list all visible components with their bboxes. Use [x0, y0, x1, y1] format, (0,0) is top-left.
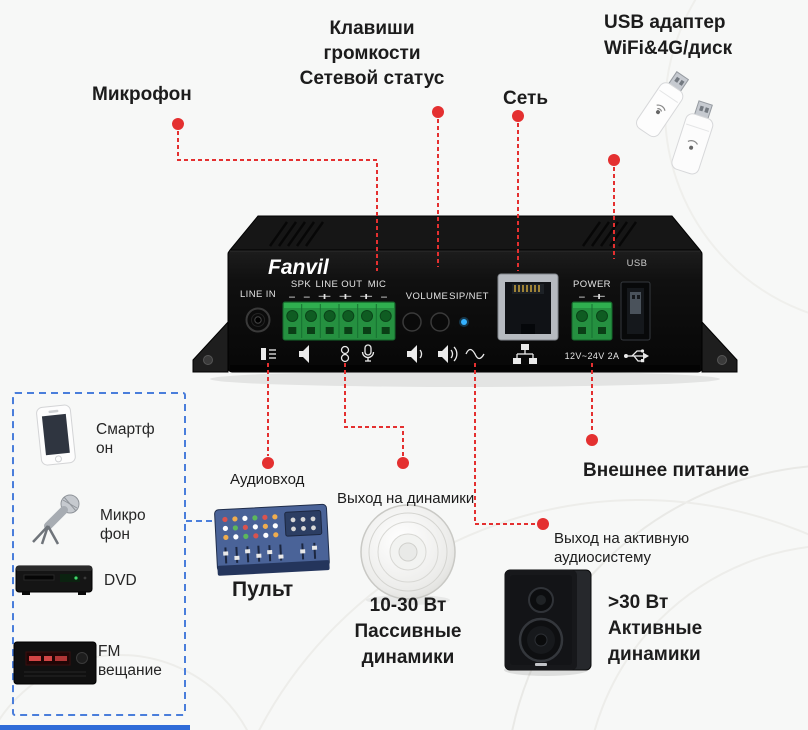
callout-dot-power: [586, 434, 598, 446]
callout-line-microphone: [177, 131, 378, 271]
callout-line-active-output: [474, 363, 536, 525]
callout-line-speaker-output: [344, 363, 404, 456]
speaker-pair-icon: [340, 345, 350, 363]
active-speaker-image: [504, 569, 592, 676]
callout-dot-audio-input: [262, 457, 274, 469]
device-unit: Fanvil LINE IN SPK LINE OUT MIC VOLUME S…: [192, 215, 738, 387]
usb-dongle-2: [671, 100, 714, 175]
source-label-fm: FM вещание: [98, 643, 162, 679]
device-shadow: [210, 371, 720, 387]
label-mixer: Пульт: [232, 578, 294, 601]
callout-volume-keys: Клавиши громкости: [323, 18, 421, 64]
label-active-output-line2: аудиосистему: [554, 549, 652, 566]
dvd-player-image: [15, 565, 93, 595]
mic-label: MIC: [368, 279, 387, 290]
power-polarity-marks: - +: [578, 292, 606, 303]
speaker-icon: [299, 345, 309, 363]
passive-line2: Пассивные: [354, 621, 462, 642]
power-rating-label: 12V~24V 2A: [565, 351, 620, 361]
mic-icon: [361, 344, 375, 362]
device-front-face: [227, 249, 703, 373]
audio-wave-icon: [465, 348, 485, 360]
usb-dongle-1: [636, 71, 690, 138]
page-edge-accent: [0, 725, 190, 730]
source-label-dvd: DVD: [104, 572, 137, 589]
fm-radio-image: [13, 641, 97, 685]
volume-button-1: [402, 312, 422, 332]
callout-microphone: Микрофон: [92, 84, 192, 105]
line-in-label: LINE IN: [240, 289, 276, 300]
sip-net-label: SIP/NET: [449, 291, 489, 302]
mounting-bracket-right: [701, 320, 738, 373]
bracket-screw-left: [203, 355, 213, 365]
speaker-low-icon: [407, 345, 423, 363]
label-external-power: Внешнее питание: [583, 460, 750, 481]
label-active-speakers: >30 Вт Активные динамики: [608, 590, 702, 668]
passive-line1: 10-30 Вт: [369, 595, 447, 616]
microphone-image: [32, 494, 80, 545]
vent-slots: [268, 221, 638, 247]
ceiling-speaker-image: [360, 504, 456, 605]
usb-port: [620, 281, 651, 341]
callout-dot-network: [512, 110, 524, 122]
label-active-output: Выход на активную аудиосистему: [554, 529, 689, 567]
active-line2: Активные: [608, 618, 703, 639]
active-line3: динамики: [608, 644, 701, 665]
mixer-image: [214, 503, 330, 576]
source-label-smartphone: Смартфон: [96, 421, 155, 457]
label-passive-speakers: 10-30 Вт Пассивные динамики: [338, 593, 478, 671]
callout-usb-line2: WiFi&4G/диск: [604, 38, 733, 59]
callout-network: Сеть: [503, 88, 549, 109]
callout-usb-line1: USB адаптер: [604, 12, 726, 33]
volume-label: VOLUME: [406, 291, 449, 302]
smartphone-image: [36, 404, 76, 466]
fanvil-logo: Fanvil: [268, 256, 330, 279]
usb-icon: [624, 349, 649, 363]
callout-network-status: Сетевой статус: [299, 68, 445, 89]
power-terminal-block: [571, 301, 613, 341]
active-line1: >30 Вт: [608, 592, 669, 613]
sip-net-led: [461, 319, 467, 325]
usb-label: USB: [627, 258, 648, 269]
network-icon: [513, 344, 537, 364]
device-bottom-shade: [230, 365, 700, 371]
speaker-terminal-block: [282, 301, 396, 341]
callout-dot-volume-network: [432, 106, 444, 118]
speaker-high-icon: [438, 345, 458, 363]
power-label: POWER: [573, 279, 611, 290]
source-box: [12, 392, 186, 716]
callout-dot-active-output: [537, 518, 549, 530]
callout-dot-speaker-output: [397, 457, 409, 469]
volume-button-2: [430, 312, 450, 332]
callout-dot-usb: [608, 154, 620, 166]
bracket-screw-right: [717, 355, 727, 365]
line-out-label: LINE OUT: [315, 279, 362, 290]
source-label-microphone: Микрофон: [100, 507, 146, 543]
passive-line3: динамики: [361, 647, 455, 668]
callout-dot-microphone: [172, 118, 184, 130]
ethernet-port: [497, 273, 559, 341]
callout-usb-adapter: USB адаптер WiFi&4G/диск: [604, 10, 732, 62]
mounting-bracket-left: [192, 320, 229, 373]
io-polarity-marks: - - + + + -: [288, 292, 388, 303]
label-active-output-line1: Выход на активную: [554, 530, 690, 547]
line-in-jack: [245, 307, 271, 333]
label-speaker-output: Выход на динамики: [337, 490, 475, 507]
callout-volume-network: Клавиши громкости Сетевой статус: [292, 16, 452, 91]
spk-label: SPK: [291, 279, 311, 290]
line-in-icon: [261, 348, 276, 360]
label-audio-input: Аудиовход: [230, 471, 305, 488]
